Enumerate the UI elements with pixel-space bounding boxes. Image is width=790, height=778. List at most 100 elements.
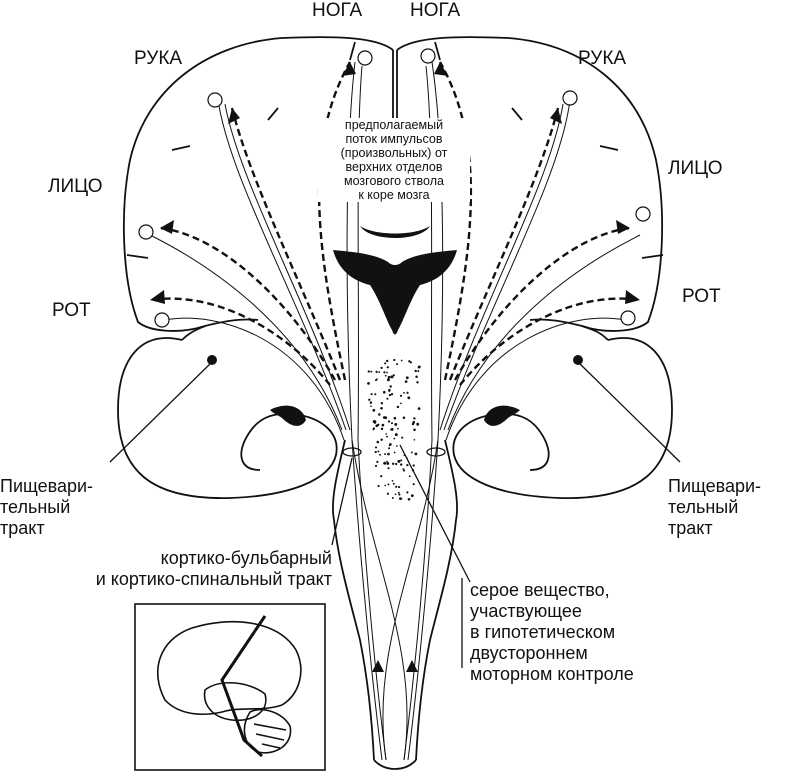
stipple-dot bbox=[392, 482, 395, 485]
stipple-dot bbox=[394, 493, 397, 496]
stipple-dot bbox=[412, 483, 415, 486]
digestive-right-line: тельный bbox=[668, 497, 739, 517]
stipple-dot bbox=[416, 381, 419, 384]
stipple-dot bbox=[396, 445, 398, 447]
label-digestive-left: Пищевари- тельный тракт bbox=[0, 476, 93, 539]
spinal-cord-base bbox=[373, 759, 417, 770]
stipple-dot bbox=[398, 486, 401, 489]
left-black-nucleus bbox=[270, 405, 306, 426]
center-note-line: поток импульсов bbox=[345, 132, 443, 146]
stipple-dot bbox=[378, 413, 381, 416]
stipple-dot bbox=[370, 393, 373, 396]
stipple-dot bbox=[387, 420, 391, 423]
tract-line: кортико-бульбарный bbox=[160, 548, 332, 568]
stipple-dot bbox=[404, 380, 408, 383]
center-note-line: верхних отделов bbox=[345, 160, 443, 174]
stipple-dot bbox=[412, 464, 415, 467]
label-face-left: ЛИЦО bbox=[48, 176, 103, 197]
stipple-dot bbox=[398, 493, 401, 496]
stipple-dot bbox=[413, 428, 416, 432]
ascending-impulse-arrows bbox=[149, 61, 641, 386]
stipple-dot bbox=[396, 363, 398, 366]
stipple-dot bbox=[391, 462, 395, 465]
right-temporal-lobe bbox=[452, 337, 673, 499]
stipple-dot bbox=[387, 452, 390, 456]
stipple-dot bbox=[380, 475, 383, 478]
stipple-dot bbox=[379, 453, 381, 456]
stipple-dot bbox=[389, 385, 392, 388]
neuron-icon bbox=[620, 310, 636, 326]
stipple-dot bbox=[397, 427, 399, 430]
stipple-dot bbox=[388, 444, 391, 447]
central-black-structure bbox=[333, 250, 457, 335]
label-arm-left: РУКА bbox=[134, 48, 183, 69]
stipple-dot bbox=[367, 382, 370, 385]
stipple-dot bbox=[387, 375, 391, 379]
stipple-dot bbox=[393, 451, 396, 454]
stipple-dot bbox=[370, 405, 372, 408]
stipple-dot bbox=[413, 417, 416, 420]
stipple-dot bbox=[380, 427, 384, 431]
stipple-dot bbox=[400, 402, 402, 405]
stipple-dot bbox=[384, 374, 387, 377]
stipple-dot bbox=[386, 461, 390, 465]
stipple-dot bbox=[405, 376, 409, 380]
arrowheads bbox=[150, 62, 640, 672]
stipple-dot bbox=[417, 370, 420, 373]
stipple-dot bbox=[400, 359, 403, 362]
label-gray-matter: серое вещество, участвующее в гипотетиче… bbox=[470, 580, 634, 685]
stipple-dot bbox=[382, 390, 386, 394]
gray-matter-stipple bbox=[367, 358, 421, 501]
stipple-dot bbox=[417, 407, 421, 410]
right-digestive-leader bbox=[577, 361, 681, 463]
stipple-dot bbox=[408, 475, 411, 478]
stipple-dot bbox=[377, 450, 380, 453]
stipple-dot bbox=[367, 370, 370, 373]
right-digestive-dot bbox=[573, 355, 583, 365]
stipple-dot bbox=[406, 391, 409, 394]
label-leg-right: НОГА bbox=[410, 0, 461, 21]
center-note-line: мозгового ствола bbox=[344, 174, 444, 188]
stipple-dot bbox=[391, 422, 393, 425]
digestive-left-line: тракт bbox=[0, 518, 45, 538]
midline-fissure bbox=[392, 50, 398, 120]
stipple-dot bbox=[396, 405, 400, 409]
stipple-dot bbox=[388, 390, 391, 393]
gray-matter-line: в гипотетическом bbox=[470, 622, 616, 642]
descending-fibers bbox=[149, 61, 641, 761]
stipple-dot bbox=[410, 451, 413, 454]
stipple-dot bbox=[386, 460, 388, 463]
stipple-dot bbox=[415, 375, 418, 379]
digestive-right-line: Пищевари- bbox=[668, 476, 762, 496]
stipple-dot bbox=[390, 375, 394, 379]
stipple-dot bbox=[386, 397, 389, 400]
stipple-dot bbox=[393, 416, 397, 420]
stipple-dot bbox=[414, 452, 418, 456]
gray-matter-line: участвующее bbox=[470, 601, 582, 621]
neuron-icon bbox=[635, 206, 651, 222]
stipple-dot bbox=[388, 393, 392, 397]
label-digestive-right: Пищевари- тельный тракт bbox=[668, 476, 761, 539]
stipple-dot bbox=[374, 379, 378, 382]
stipple-dot bbox=[372, 427, 376, 430]
gray-matter-line: моторном контроле bbox=[470, 664, 634, 684]
stipple-dot bbox=[376, 440, 380, 444]
stipple-dot bbox=[386, 371, 388, 374]
stipple-dot bbox=[372, 420, 376, 424]
left-digestive-dot bbox=[207, 355, 217, 365]
stipple-dot bbox=[403, 391, 405, 394]
stipple-dot bbox=[372, 408, 376, 412]
stipple-dot bbox=[386, 366, 389, 369]
stipple-dot bbox=[368, 398, 371, 401]
right-mouth-connector bbox=[581, 325, 609, 341]
stipple-dot bbox=[384, 484, 387, 487]
tract-leader bbox=[331, 457, 353, 546]
stipple-dot bbox=[388, 447, 391, 450]
stipple-dot bbox=[378, 371, 381, 373]
stipple-dot bbox=[407, 497, 411, 501]
inset-brain-sketch bbox=[157, 615, 302, 758]
stipple-dot bbox=[374, 446, 378, 449]
label-arm-right: РУКА bbox=[578, 48, 627, 69]
tract-line: и кортико-спинальный тракт bbox=[95, 569, 332, 589]
